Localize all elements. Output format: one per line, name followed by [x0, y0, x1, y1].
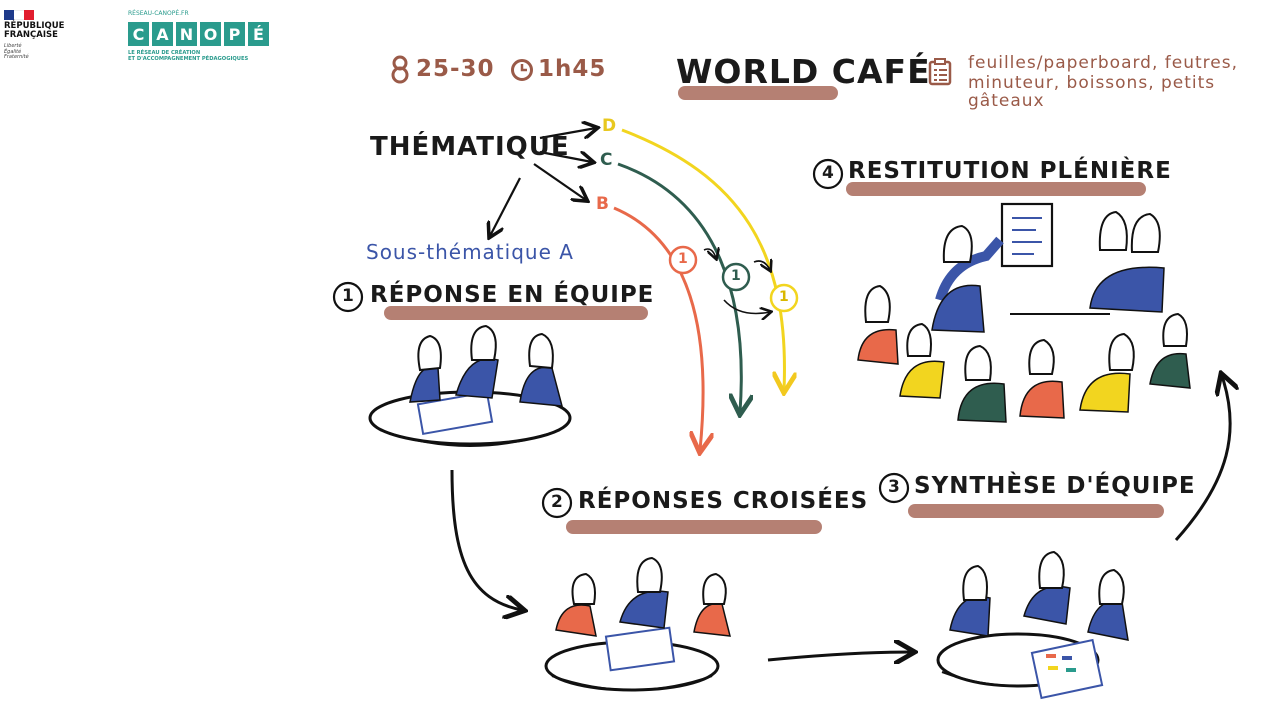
table-scene-2 [544, 556, 731, 692]
step3-highlight [908, 504, 1164, 518]
arrow-to-b [533, 163, 586, 200]
sous-thematique-label: Sous-thématique A [366, 240, 574, 264]
arrow-to-c [539, 152, 592, 162]
canope-letter: C [128, 22, 149, 46]
clipboard-icon [928, 58, 952, 86]
table-scene-3 [936, 550, 1129, 700]
arrow-to-a [490, 177, 521, 236]
step4-highlight [846, 182, 1146, 196]
step1-highlight [384, 306, 648, 320]
canope-logo: RÉSEAU-CANOPÉ.FR C A N O P É LE RÉSEAU D… [128, 10, 280, 62]
flow-arrow-1-2 [450, 469, 522, 610]
duration: 1h45 [538, 56, 607, 82]
canope-letter: P [224, 22, 245, 46]
branch-d-curve [621, 128, 784, 390]
canope-subtitle: LE RÉSEAU DE CRÉATION ET D'ACCOMPAGNEMEN… [128, 50, 249, 62]
round-marker-c-label: 1 [731, 268, 741, 284]
participants-icon [391, 55, 409, 84]
round-marker-c [721, 262, 751, 292]
step2-circle [541, 487, 573, 519]
page-title: WORLD CAFÉ [676, 52, 931, 91]
step2-highlight [566, 520, 822, 534]
branch-d-label: D [602, 116, 618, 136]
clock-icon [511, 59, 533, 81]
materials-line2: minuteur, boissons, petits gâteaux [968, 73, 1216, 111]
branch-b-curve [613, 206, 703, 450]
step4-number: 4 [822, 163, 835, 183]
materials-line1: feuilles/paperboard, feutres, [968, 53, 1238, 73]
thematique-label: THÉMATIQUE [370, 132, 570, 162]
step4-label: RESTITUTION PLÉNIÈRE [848, 158, 1172, 184]
republique-francaise-logo: RÉPUBLIQUE FRANÇAISE [4, 21, 65, 40]
republique-motto: Liberté Égalité Fraternité [4, 43, 29, 60]
canope-letter: N [176, 22, 197, 46]
step2-number: 2 [551, 492, 564, 512]
branch-b-label: B [596, 194, 610, 214]
round-marker-b-label: 1 [678, 251, 688, 267]
canope-letter: O [200, 22, 221, 46]
step3-label: SYNTHÈSE D'ÉQUIPE [914, 473, 1196, 499]
french-flag-icon [4, 10, 34, 20]
branch-c-label: C [600, 150, 614, 170]
flow-arrow-2-3 [767, 652, 912, 660]
step3-number: 3 [888, 477, 901, 497]
step2-label: RÉPONSES CROISÉES [578, 488, 869, 514]
plenary-scene [857, 202, 1191, 423]
flow-arrow-3-4 [1174, 376, 1230, 542]
canope-letter: É [248, 22, 269, 46]
round-marker-d-label: 1 [779, 289, 789, 305]
participants-count: 25-30 [416, 56, 495, 82]
step3-circle [878, 472, 910, 504]
canope-letter: A [152, 22, 173, 46]
title-highlight [678, 86, 838, 100]
step1-number: 1 [342, 286, 355, 306]
round-marker-d [769, 283, 799, 313]
canope-url: RÉSEAU-CANOPÉ.FR [128, 10, 189, 17]
round-marker-b [668, 245, 698, 275]
step1-label: RÉPONSE EN ÉQUIPE [370, 282, 655, 308]
table-scene-1 [368, 324, 572, 447]
arrow-to-d [539, 128, 596, 140]
step1-circle [332, 281, 364, 313]
step4-circle [812, 158, 844, 190]
